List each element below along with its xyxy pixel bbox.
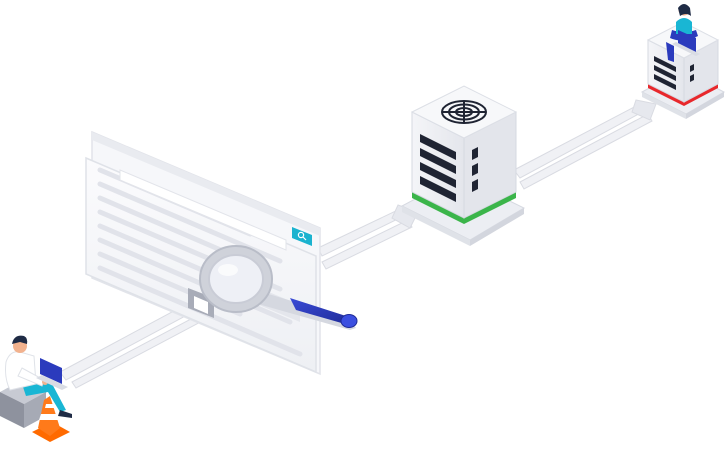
server-middle (400, 85, 526, 246)
seat-block (0, 380, 46, 428)
magnifying-glass-icon (199, 245, 358, 330)
server-right-slots (654, 56, 694, 90)
page-search-bar (119, 169, 312, 251)
web-page (85, 130, 321, 376)
server-middle-slots (420, 134, 478, 202)
server-middle-accent (412, 192, 516, 224)
laptop-icon (36, 358, 68, 390)
fan-vent-icon (441, 100, 487, 124)
person-right (666, 4, 700, 62)
person-left (0, 335, 72, 442)
connector-page-to-server (317, 204, 419, 270)
laptop-icon (672, 30, 700, 56)
traffic-cone-icon (32, 396, 70, 442)
search-icon (292, 227, 312, 246)
server-right (640, 21, 726, 119)
connector-server-to-server (513, 99, 657, 190)
